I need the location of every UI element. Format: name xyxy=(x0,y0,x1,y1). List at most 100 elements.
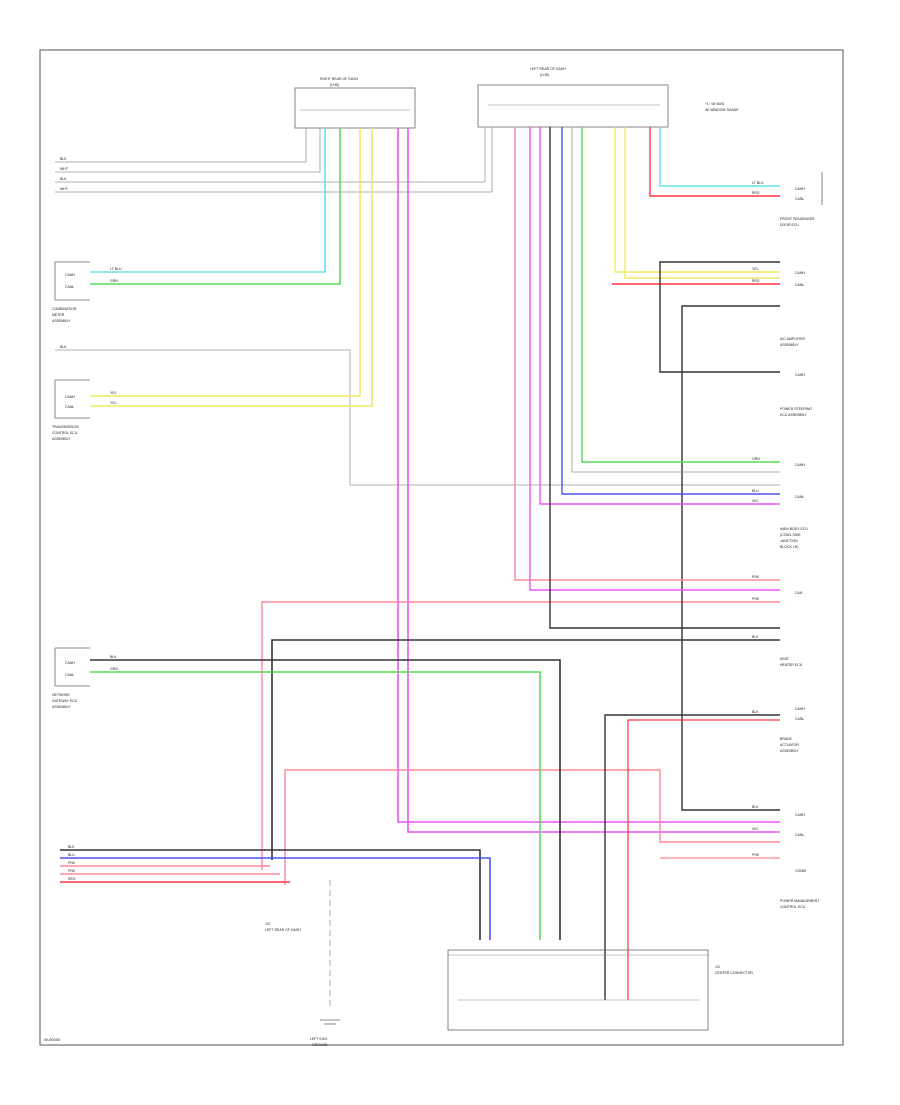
component-label: SEAT xyxy=(780,657,790,661)
component-seat-heater-ecu: CAN SEAT HEATER ECU xyxy=(780,591,803,667)
component-label: ACTUATOR xyxy=(780,743,799,747)
wire-label: WHT xyxy=(60,187,69,191)
component-label: JUNCTION xyxy=(780,539,798,543)
wire-label: PNK xyxy=(752,597,760,601)
component-label: POWER STEERING xyxy=(780,407,812,411)
component-label: CONTROL ECU xyxy=(780,905,806,909)
wire-label: BLK xyxy=(60,345,67,349)
pin-label: CANL xyxy=(65,405,74,409)
component-label: BRAKE xyxy=(780,737,793,741)
component-label: LEFT REAR OF DASH xyxy=(265,928,301,932)
component-power-steering-ecu: CANH POWER STEERING ECU ASSEMBLY xyxy=(780,373,812,417)
component-label: COMBINATION xyxy=(52,307,77,311)
wire-label: GRN xyxy=(110,667,118,671)
wire-label: BLU xyxy=(68,853,75,857)
component-label: GROUND xyxy=(312,1043,328,1047)
component-label: ASSEMBLY xyxy=(52,437,71,441)
wire-blue-body-ecu xyxy=(561,127,780,495)
component-brake-actuator: CANH CANL BRAKE ACTUATOR ASSEMBLY xyxy=(780,707,805,753)
wire-pink-body-ecu xyxy=(514,127,780,581)
component-label: ASSEMBLY xyxy=(780,749,799,753)
wire-label: PNK xyxy=(68,861,76,865)
pin-label: CANH xyxy=(795,813,805,817)
component-label: ASSEMBLY xyxy=(52,705,71,709)
wire-red-passenger-door xyxy=(649,127,780,197)
component-label: CONTROL ECU xyxy=(52,431,78,435)
component-power-management-ecu: CANH CANL COMM POWER MANAGEMENT CONTROL … xyxy=(780,813,820,909)
connector-top-right-title: LEFT REAR OF DASH xyxy=(530,67,566,71)
component-label: A/C AMPLIFIER xyxy=(780,337,806,341)
wire-label: YEL xyxy=(752,267,759,271)
component-label: FRONT PASSENGER xyxy=(780,217,815,221)
wire-gateway-green xyxy=(90,671,541,940)
pin-label: CANL xyxy=(795,833,804,837)
diagram-frame xyxy=(39,49,844,1046)
wire-label: GRN xyxy=(752,457,760,461)
connector-top-right-subtitle: (LHD) xyxy=(540,73,549,77)
wire-cyan-passenger-door xyxy=(659,127,780,187)
wire-label: VIO xyxy=(752,827,758,831)
pin-label: CANH xyxy=(795,187,805,191)
wire-label: PNK xyxy=(68,869,76,873)
component-main-body-ecu: CANH CANL MAIN BODY ECU (COWL SIDE JUNCT… xyxy=(780,463,808,549)
component-label: BLOCK LH) xyxy=(780,545,798,549)
pin-label: CANL xyxy=(795,495,804,499)
pin-label: CANL xyxy=(795,197,804,201)
wire-label: PNK xyxy=(752,575,760,579)
component-network-gateway-ecu: CANH CANL NETWORK GATEWAY ECU ASSEMBLY xyxy=(52,647,90,709)
component-label: CENTER CONNECTOR xyxy=(715,971,753,975)
wire-yellow-tcm xyxy=(90,128,373,407)
wire-label: BLK xyxy=(752,710,759,714)
footer-code: W-00000 xyxy=(44,1037,61,1042)
ground-symbol: LEFT KICK GROUND xyxy=(310,1019,340,1047)
wire-label: VIO xyxy=(752,499,758,503)
wire-yellow-ac xyxy=(614,127,780,279)
wire-label: YEL xyxy=(110,401,117,405)
wire-label: BLK xyxy=(60,177,67,181)
wire-magenta-long xyxy=(397,128,780,833)
top-right-note: *1 : W/ 4WD xyxy=(705,102,725,106)
component-label: DOOR ECU xyxy=(780,223,799,227)
wire-black-branch xyxy=(55,349,780,486)
pin-label: CANL xyxy=(795,283,804,287)
wire-label: YEL xyxy=(110,391,117,395)
pin-label: CAN xyxy=(795,591,803,595)
wire-black-ac xyxy=(604,261,780,1000)
wire-label: LT BLU xyxy=(752,181,764,185)
component-label: J/C xyxy=(265,922,271,926)
component-label: J/C xyxy=(715,965,721,969)
wire-green-body-ecu xyxy=(581,127,780,463)
wire-gray-body-ecu xyxy=(571,127,780,473)
wire-pink-long xyxy=(261,601,780,885)
component-label: MAIN BODY ECU xyxy=(780,527,808,531)
pin-label: CANH xyxy=(795,271,805,275)
component-ac-amplifier: CANH CANL A/C AMPLIFIER ASSEMBLY xyxy=(780,271,806,347)
component-label: NETWORK xyxy=(52,693,71,697)
wire-label: BLK xyxy=(110,655,117,659)
pin-label: CANL xyxy=(795,717,804,721)
component-label: ECU ASSEMBLY xyxy=(780,413,807,417)
wire-label: BLK xyxy=(60,157,67,161)
pin-label: CANH xyxy=(795,463,805,467)
wire-green-meter xyxy=(90,128,341,285)
bottom-left-bus xyxy=(60,849,491,940)
wire-label: PNK xyxy=(752,853,760,857)
pin-label: CANH xyxy=(65,661,75,665)
component-label: (COWL SIDE xyxy=(780,533,801,537)
wire-label: BLU xyxy=(752,489,759,493)
wire-gateway-black xyxy=(90,639,780,940)
pin-label: CANL xyxy=(65,673,74,677)
top-connector-wire-labels: LT BLU GRN YEL YEL BLK GRN LT BLU RED YE… xyxy=(68,181,764,881)
component-label: TRANSMISSION xyxy=(52,425,79,429)
component-label: GATEWAY ECU xyxy=(52,699,78,703)
wire-label: RED xyxy=(752,279,760,283)
component-front-passenger-door-ecu: CANH CANL FRONT PASSENGER DOOR ECU xyxy=(780,172,823,227)
pin-label: COMM xyxy=(795,869,806,873)
wire-black-body-ecu xyxy=(549,127,780,629)
junction-left-rear: J/C LEFT REAR OF DASH xyxy=(265,880,331,1010)
pin-label: CANH xyxy=(65,395,75,399)
junction-center-connector: J/C CENTER CONNECTOR xyxy=(447,949,753,1031)
top-right-note-2: W/ WINDOW SHADE xyxy=(705,108,739,112)
